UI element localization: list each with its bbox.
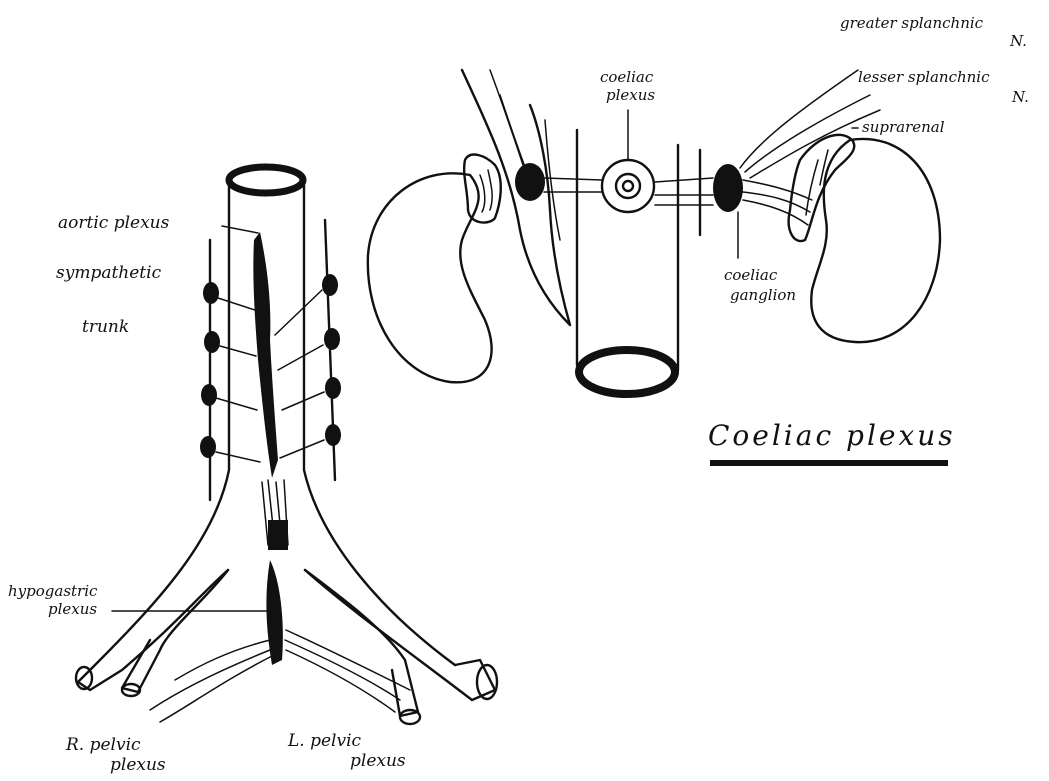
label-coeliac-plexus: plexus bbox=[606, 86, 655, 104]
coeliac-trunk-core bbox=[623, 181, 633, 191]
coeliac-figure bbox=[368, 70, 940, 394]
ganglion bbox=[324, 328, 340, 350]
label-greater-splanchnic-n: N. bbox=[1009, 32, 1027, 50]
left-internal-iliac-end bbox=[400, 710, 420, 724]
label-sympathetic: sympathetic bbox=[56, 263, 162, 283]
ganglion bbox=[200, 436, 216, 458]
left-suprarenal bbox=[789, 135, 855, 241]
ganglion bbox=[325, 377, 341, 399]
label-hypogastric: hypogastric bbox=[8, 582, 98, 600]
plexus-dark-block bbox=[268, 520, 288, 550]
aorta-top-opening bbox=[229, 167, 303, 193]
label-coeliac-ganglion-1: coeliac bbox=[724, 266, 778, 284]
left-kidney bbox=[811, 139, 940, 342]
leader-aortic bbox=[222, 226, 258, 233]
label-r-pelvic-plexus: plexus bbox=[110, 755, 166, 775]
label-greater-splanchnic: greater splanchnic bbox=[840, 14, 984, 32]
left-common-iliac bbox=[305, 570, 495, 700]
right-coeliac-ganglion bbox=[515, 163, 545, 201]
ganglion bbox=[201, 384, 217, 406]
label-r-pelvic: R. pelvic bbox=[65, 735, 141, 755]
diagram-title: Coeliac plexus bbox=[708, 419, 956, 452]
hypogastric-plexus-band bbox=[266, 560, 282, 665]
right-suprarenal-folds bbox=[480, 170, 492, 212]
label-l-pelvic-plexus: plexus bbox=[350, 751, 406, 771]
label-trunk: trunk bbox=[82, 317, 129, 337]
left-coeliac-ganglion bbox=[713, 164, 743, 212]
label-hypogastric-plexus: plexus bbox=[48, 600, 97, 618]
left-internal-iliac bbox=[305, 570, 418, 716]
coeliac-trunk-outer bbox=[602, 160, 654, 212]
ganglion bbox=[322, 274, 338, 296]
label-lesser-splanchnic-n: N. bbox=[1011, 88, 1029, 106]
ganglion bbox=[203, 282, 219, 304]
label-l-pelvic: L. pelvic bbox=[287, 731, 362, 751]
label-lesser-splanchnic: lesser splanchnic bbox=[858, 68, 990, 86]
left-splanchnic-nerves bbox=[740, 70, 880, 178]
right-common-iliac bbox=[78, 570, 228, 690]
ganglion bbox=[204, 331, 220, 353]
aorta-figure bbox=[76, 167, 497, 724]
abdominal-aorta-opening bbox=[579, 350, 675, 394]
title-underline bbox=[710, 460, 948, 466]
label-aortic-plexus: aortic plexus bbox=[58, 213, 170, 233]
right-pelvic-plexus-fibres bbox=[150, 640, 272, 722]
label-suprarenal: suprarenal bbox=[862, 118, 945, 136]
aortic-plexus-band bbox=[253, 232, 278, 478]
aorta-left-wall bbox=[92, 183, 229, 668]
right-internal-iliac bbox=[122, 570, 228, 692]
label-coeliac: coeliac bbox=[600, 68, 654, 86]
label-coeliac-ganglion-2: ganglion bbox=[730, 286, 796, 304]
coeliac-trunk-inner bbox=[616, 174, 640, 198]
ganglion bbox=[325, 424, 341, 446]
to-suprarenal-fibres bbox=[743, 180, 812, 225]
right-kidney bbox=[368, 173, 492, 382]
